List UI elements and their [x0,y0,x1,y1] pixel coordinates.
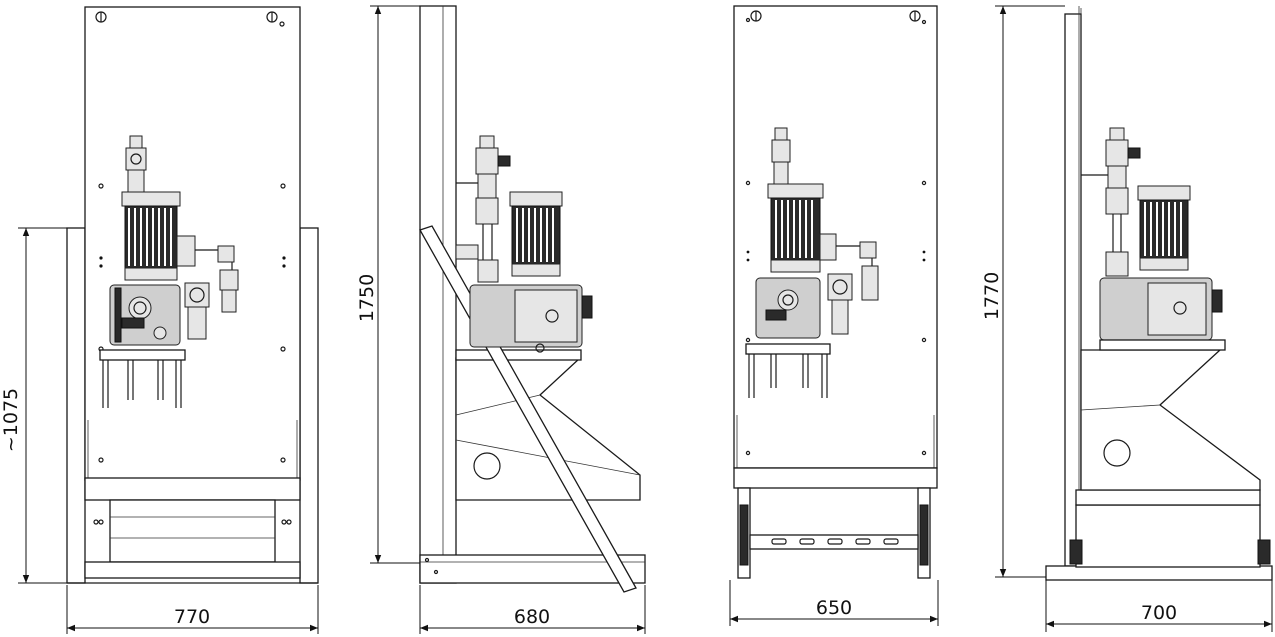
dim-label-1770: 1770 [981,272,1003,320]
dim-label-1075: ~1075 [0,388,22,452]
front-view-2 [733,5,938,579]
front-view-1 [66,6,319,584]
side-view-1 [419,5,646,593]
dim-label-1750: 1750 [356,274,378,322]
side-view-2 [1045,6,1273,581]
dim-label-680: 680 [514,606,550,628]
dim-label-650: 650 [816,597,852,619]
dim-label-770: 770 [174,606,210,628]
dim-label-700: 700 [1141,602,1177,624]
dimension-lines [18,5,1273,634]
